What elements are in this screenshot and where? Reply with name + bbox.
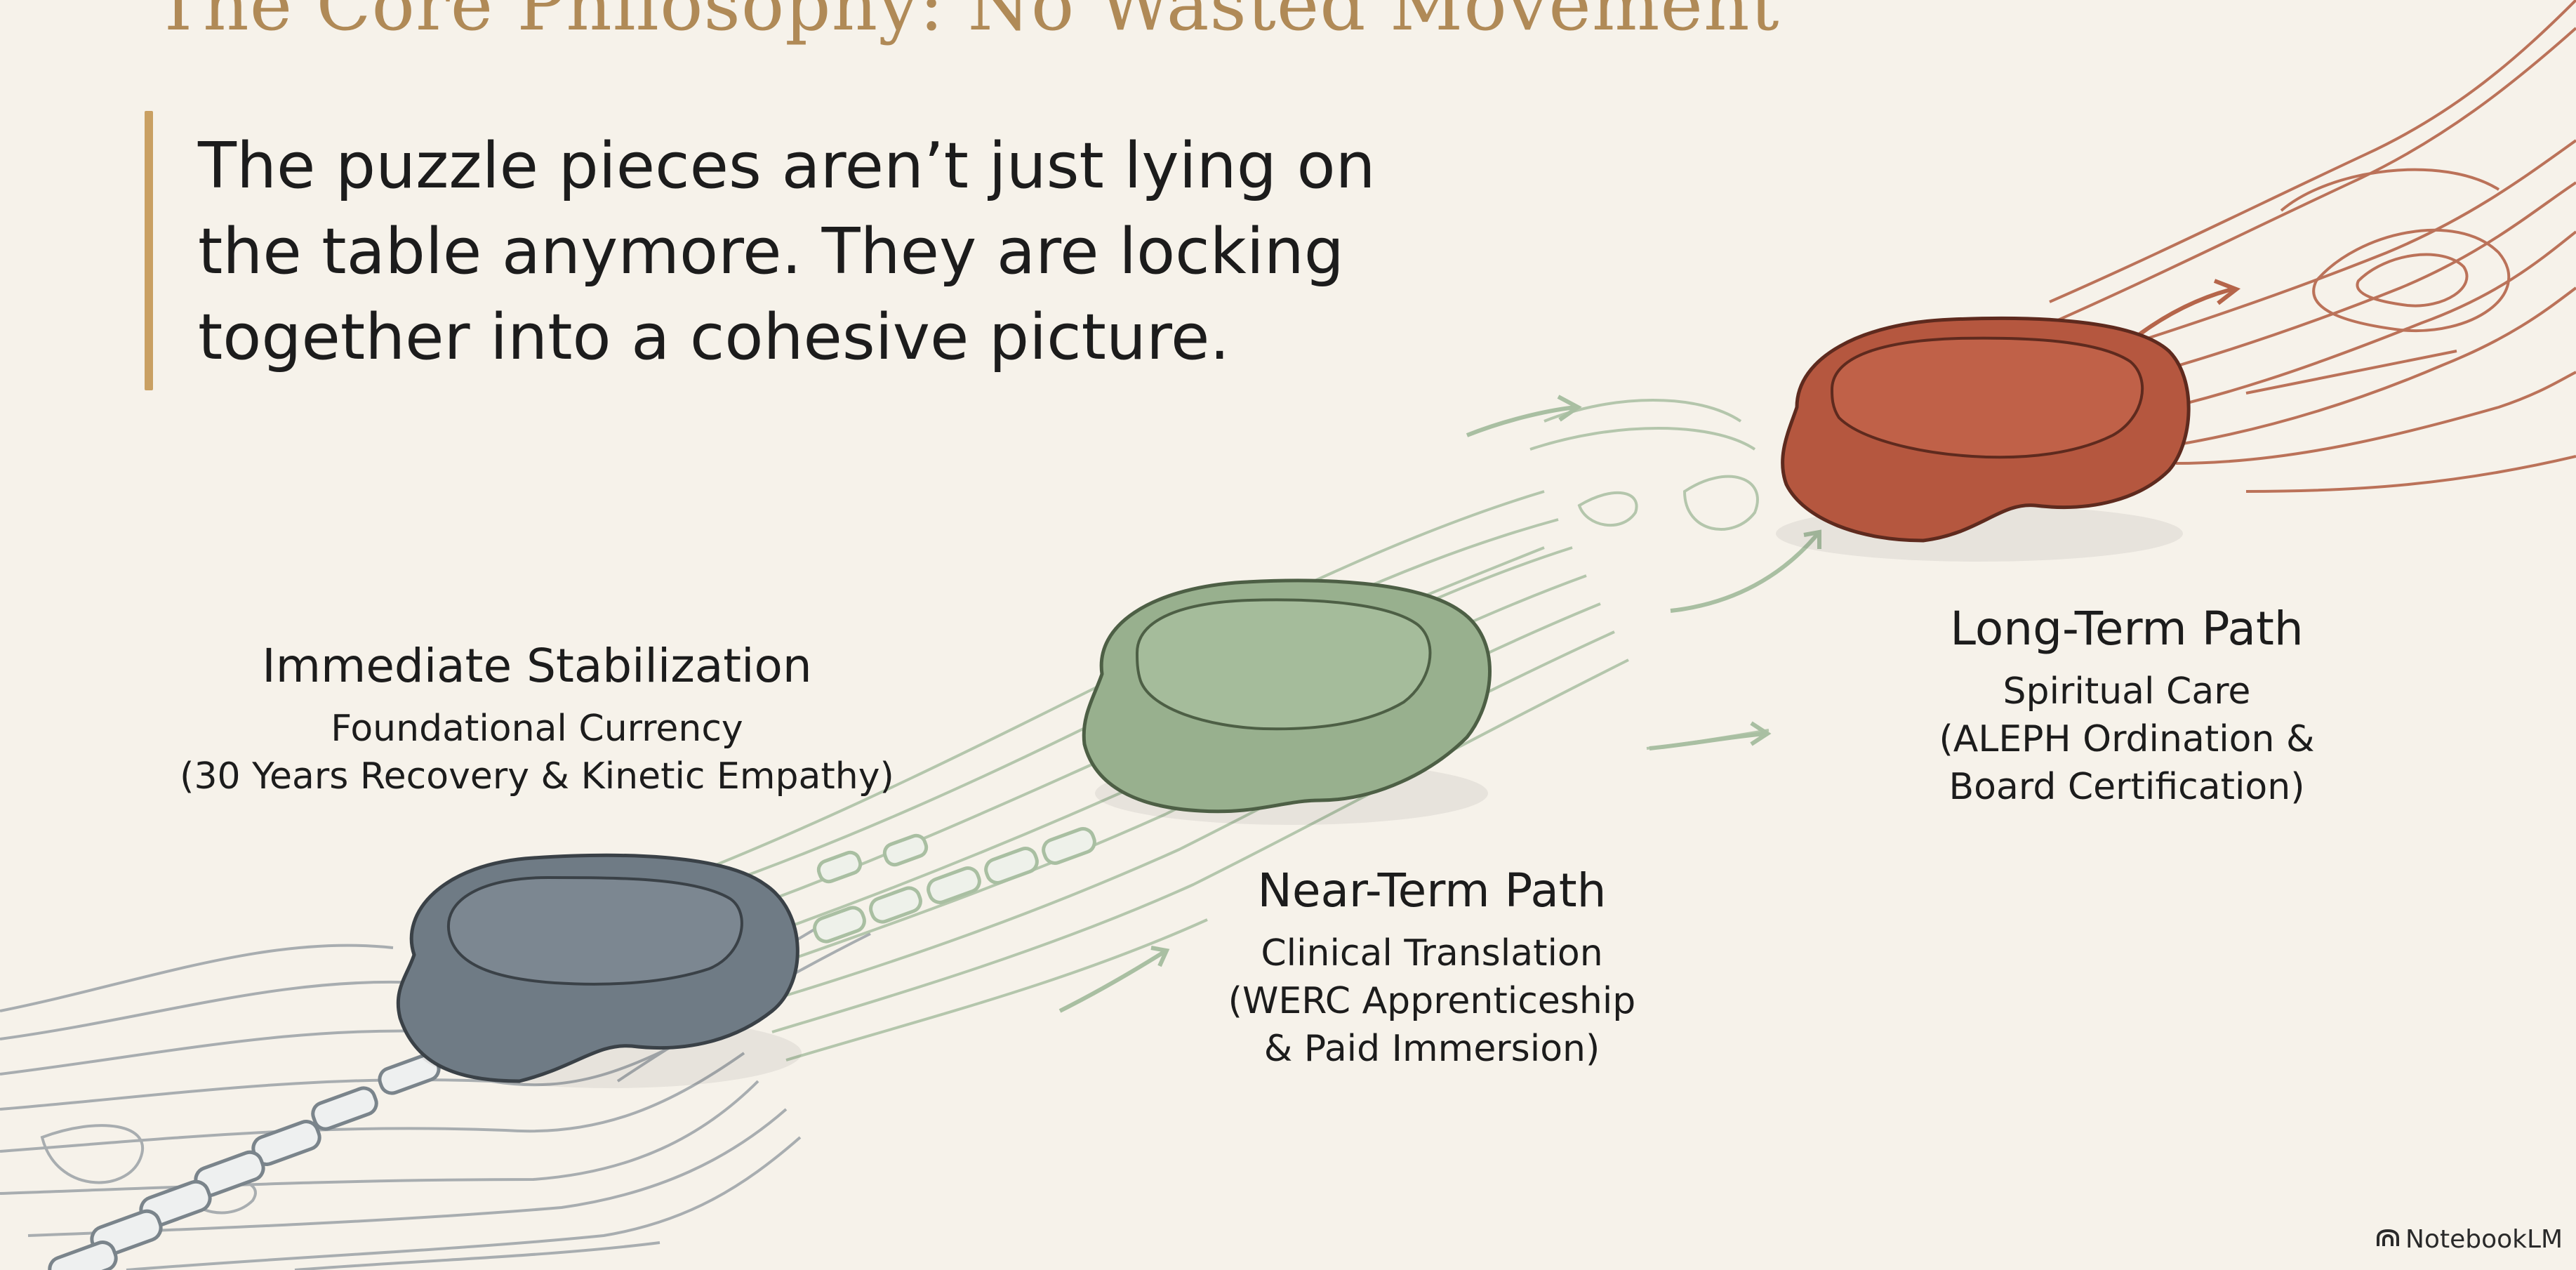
stage-sub-near-term-3: & Paid Immersion) <box>1263 1028 1600 1070</box>
stage-sub-long-term-2: (ALEPH Ordination & <box>1939 718 2315 760</box>
stage-label-immediate: Immediate Stabilization Foundational Cur… <box>175 637 898 800</box>
quote-accent-bar <box>145 111 153 390</box>
green-flow-arrows <box>1058 395 1821 1013</box>
notebooklm-branding: NotebookLM <box>2376 1225 2563 1254</box>
stage-sub-near-term-1: Clinical Translation <box>1261 932 1603 974</box>
stage-sub-immediate-1: Foundational Currency <box>331 708 743 750</box>
stage-sub-near-term-2: (WERC Apprenticeship <box>1228 980 1636 1022</box>
stage-sub-long-term-1: Spiritual Care <box>2003 670 2251 713</box>
slide-title: The Core Philosophy: No Wasted Movement <box>154 0 1780 47</box>
stage-label-near-term: Near-Term Path Clinical Translation (WER… <box>1151 862 1713 1073</box>
quote-text: The puzzle pieces aren’t just lying on t… <box>198 124 1447 381</box>
stage-heading-long-term: Long-Term Path <box>1950 602 2304 656</box>
quote-line-2: the table anymore. They are locking <box>198 215 1344 289</box>
quote-line-3: together into a cohesive picture. <box>198 300 1230 374</box>
stage-heading-near-term: Near-Term Path <box>1257 864 1607 918</box>
gray-pebbles <box>48 1053 441 1270</box>
notebooklm-logo-icon <box>2376 1225 2400 1254</box>
green-pebbles <box>813 827 1096 944</box>
stone-gray <box>396 853 802 1088</box>
stage-sub-immediate-2: (30 Years Recovery & Kinetic Empathy) <box>180 755 894 798</box>
stage-sub-long-term-3: Board Certification) <box>1948 766 2305 808</box>
branding-label: NotebookLM <box>2405 1225 2563 1254</box>
stone-green <box>1082 578 1492 825</box>
stone-red <box>1776 316 2191 562</box>
stage-heading-immediate: Immediate Stabilization <box>262 639 812 693</box>
stage-label-long-term: Long-Term Path Spiritual Care (ALEPH Ord… <box>1853 600 2401 811</box>
quote-line-1: The puzzle pieces aren’t just lying on <box>198 129 1376 203</box>
